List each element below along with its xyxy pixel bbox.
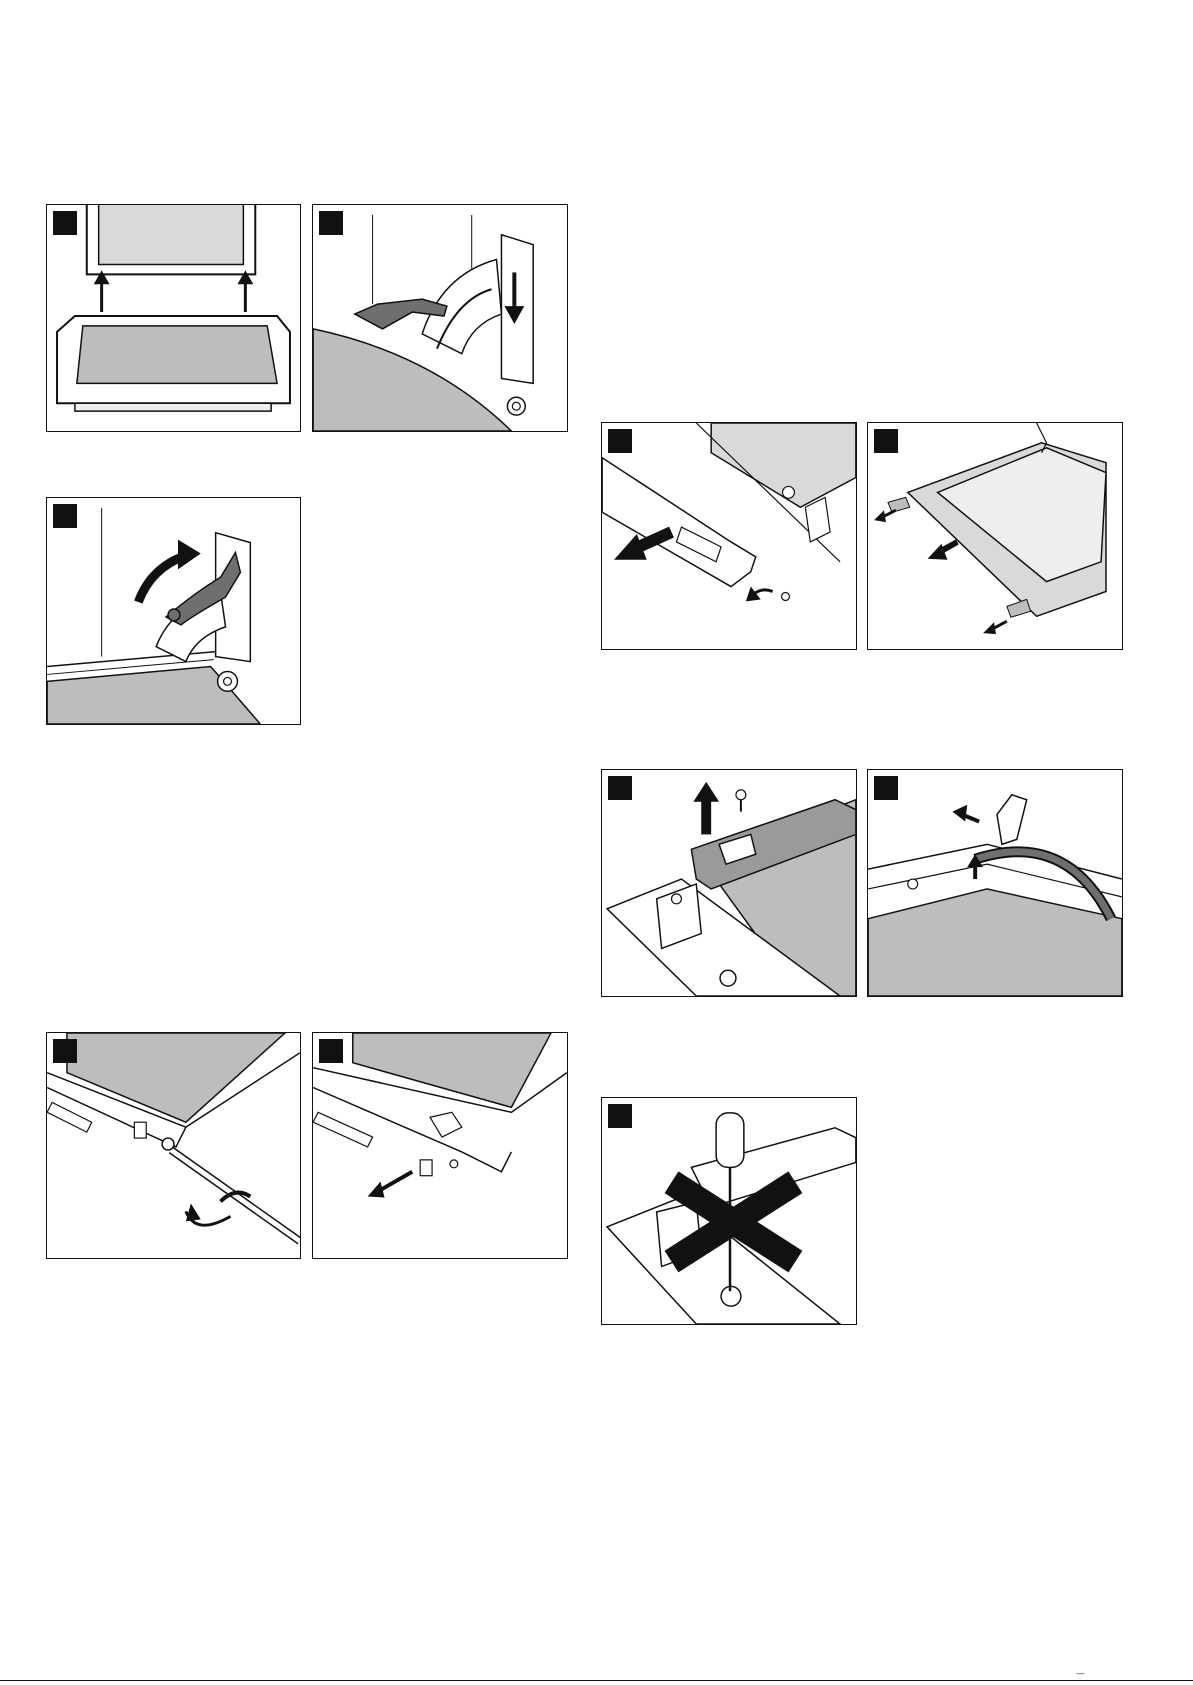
step-badge bbox=[608, 776, 632, 800]
clamp-unscrew-illustration bbox=[602, 770, 856, 996]
step-badge bbox=[53, 211, 77, 235]
figure-door-strip-screw-left bbox=[46, 1032, 301, 1259]
do-not-unscrew-illustration bbox=[602, 1098, 856, 1324]
figure-do-not-unscrew bbox=[601, 1097, 857, 1325]
page-corner-mark: — bbox=[1076, 1669, 1085, 1679]
figure-seal-remove bbox=[867, 769, 1123, 997]
door-lift-off-illustration bbox=[47, 205, 300, 431]
step-badge bbox=[874, 429, 898, 453]
door-strip-screw-left-illustration bbox=[47, 1033, 300, 1258]
door-pane-remove-illustration bbox=[868, 423, 1122, 649]
seal-remove-illustration bbox=[868, 770, 1122, 996]
figure-door-strip-remove-left bbox=[312, 1032, 568, 1259]
step-badge bbox=[53, 1039, 77, 1063]
figure-door-lift-off bbox=[46, 204, 301, 432]
step-badge bbox=[53, 504, 77, 528]
figure-door-cover-slide-out bbox=[601, 422, 857, 650]
door-strip-remove-left-illustration bbox=[313, 1033, 567, 1258]
step-badge bbox=[608, 429, 632, 453]
step-badge bbox=[874, 776, 898, 800]
step-badge bbox=[319, 211, 343, 235]
figure-clamp-unscrew bbox=[601, 769, 857, 997]
step-badge bbox=[608, 1104, 632, 1128]
door-cover-slide-out-illustration bbox=[602, 423, 856, 649]
page-footer-rule bbox=[0, 1680, 1193, 1681]
hinge-lever-flip-illustration bbox=[47, 498, 300, 724]
step-badge bbox=[319, 1039, 343, 1063]
figure-hinge-lever-flip bbox=[46, 497, 301, 725]
figure-door-pane-remove bbox=[867, 422, 1123, 650]
figure-hinge-lever-down bbox=[312, 204, 568, 432]
hinge-lever-down-illustration bbox=[313, 205, 567, 431]
